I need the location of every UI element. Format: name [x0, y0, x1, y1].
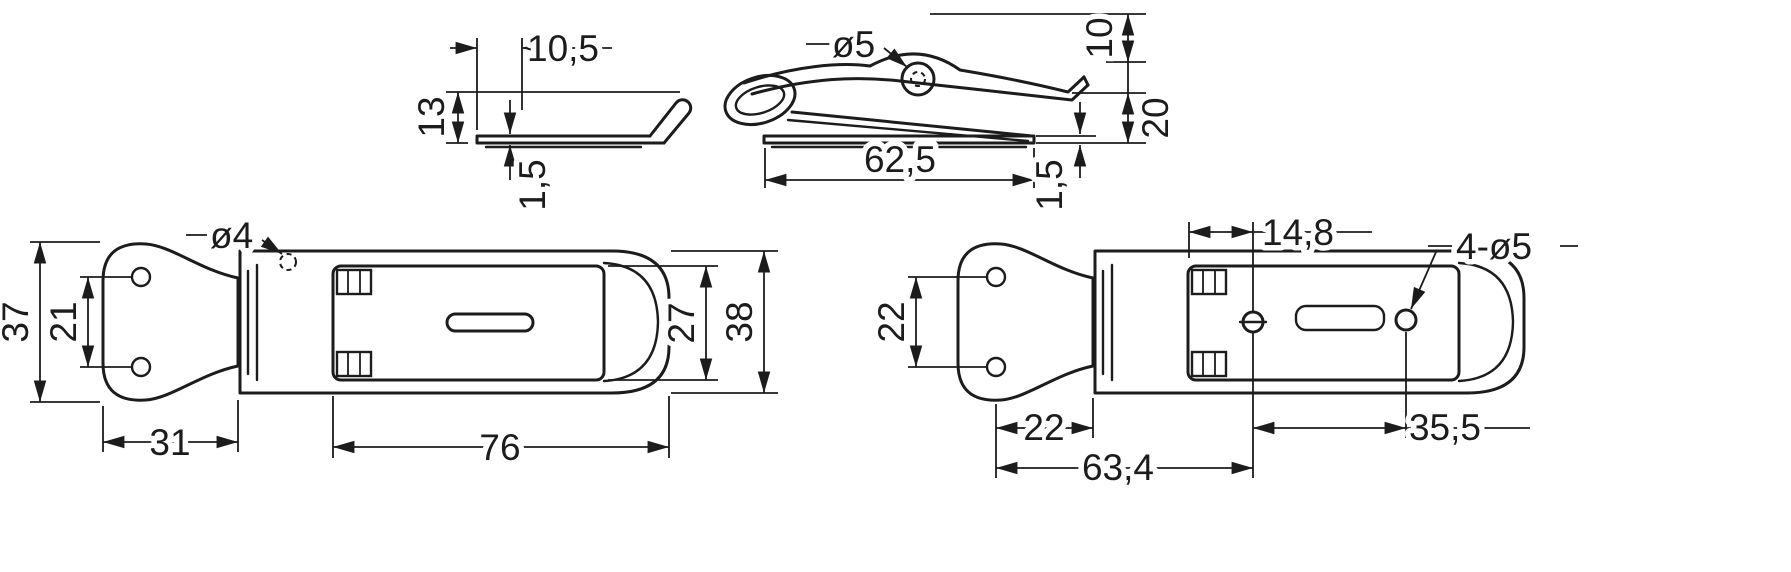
dim-1-5-left: 1,5	[503, 100, 559, 216]
top-view-holes-geometry	[956, 242, 1526, 402]
dim-label-20: 20	[1135, 97, 1176, 138]
dim-1-5-right: 1,5	[1024, 102, 1146, 216]
dim-76: 76	[332, 396, 670, 474]
latch-catch-hole-bottom	[130, 356, 152, 378]
side-rivet-hole	[910, 71, 926, 87]
latch-catch-plate	[101, 242, 240, 402]
dim-31: 31	[102, 400, 239, 469]
dim-label-37: 37	[0, 301, 36, 342]
side-view-dimensions: 10,5 13 1,5 62,5	[406, 12, 1182, 216]
dim-dia4-leader: ø4	[186, 210, 283, 262]
side-lever-bottom	[750, 77, 1090, 102]
side-spring-loop-outer	[723, 73, 797, 127]
dim-label-dia4: ø4	[210, 215, 253, 256]
dim-4-dia5-leader: 4-ø5	[1410, 221, 1578, 310]
side-view-geometry	[475, 52, 1090, 149]
holes-body-outline	[1093, 249, 1526, 395]
dim-63-4: 63,4	[996, 442, 1253, 494]
side-view: 10,5 13 1,5 62,5	[406, 12, 1182, 216]
dim-label-4-dia5: 4-ø5	[1456, 226, 1532, 267]
top-view-holes: 22 14,8 4-ø5 22	[866, 207, 1578, 494]
dim-13: 13	[406, 91, 680, 144]
latch-catch-hole-top	[130, 266, 152, 288]
dim-label-14-8: 14,8	[1262, 212, 1334, 253]
dim-label-22-horizontal: 22	[1023, 407, 1064, 448]
side-strike-plate	[475, 134, 666, 145]
holes-hinge-lines	[1101, 263, 1114, 382]
dim-label-31: 31	[149, 422, 190, 463]
dim-14-8: 14,8	[1188, 207, 1372, 312]
latch-body-outline	[238, 249, 671, 395]
dim-label-13: 13	[411, 96, 452, 137]
dim-label-dia5: ø5	[832, 24, 875, 65]
side-lever-tip-cap	[1082, 75, 1090, 87]
side-rivet-boss	[900, 61, 936, 97]
dim-22-horizontal: 22	[995, 398, 1094, 478]
dim-label-22-vertical: 22	[871, 301, 912, 342]
dim-37: 37	[0, 241, 100, 403]
holes-window	[1186, 264, 1461, 382]
top-view-latch: 37 21 ø4 27	[0, 210, 778, 474]
side-lever-top	[742, 52, 1086, 94]
holes-catch-plate	[956, 242, 1095, 402]
dim-label-1-5-right: 1,5	[1029, 159, 1070, 210]
latch-window	[331, 264, 606, 382]
dim-38: 38	[671, 250, 778, 394]
dim-label-35-5: 35,5	[1409, 407, 1481, 448]
dim-62-5: 62,5	[764, 134, 1035, 188]
dim-label-1-5-left: 1,5	[512, 159, 553, 210]
dim-label-76: 76	[479, 427, 520, 468]
dim-20: 20	[1072, 92, 1182, 144]
dim-label-62-5: 62,5	[864, 139, 936, 180]
dim-27: 27	[608, 265, 718, 381]
top-view-holes-dimensions: 22 14,8 4-ø5 22	[866, 207, 1578, 494]
dim-10-5: 10,5	[450, 23, 612, 130]
dim-label-21: 21	[43, 301, 84, 342]
top-view-latch-geometry	[101, 242, 671, 402]
side-hook-bend	[648, 98, 693, 145]
dim-label-10: 10	[1079, 17, 1120, 58]
latch-hinge-lines	[246, 263, 259, 382]
top-view-latch-dimensions: 37 21 ø4 27	[0, 210, 778, 474]
latch-rivet-hidden-circle	[279, 253, 297, 271]
dim-10: 10	[930, 12, 1146, 93]
latch-spring-coil-bottom	[335, 350, 373, 378]
latch-handle-slot	[445, 312, 535, 333]
dim-22-vertical: 22	[866, 276, 987, 368]
latch-body-tip-inner	[602, 261, 660, 383]
holes-body-tip-inner	[1457, 261, 1515, 383]
holes-mount-hole-2	[1394, 308, 1418, 332]
holes-spring-coil-top	[1190, 268, 1228, 296]
holes-handle-slot	[1294, 304, 1386, 332]
dim-label-38: 38	[719, 301, 760, 342]
dim-label-63-4: 63,4	[1082, 447, 1154, 488]
dim-label-27: 27	[661, 302, 702, 343]
holes-spring-coil-bottom	[1190, 350, 1228, 378]
dim-35-5: 35,5	[1252, 332, 1530, 478]
side-body-wedge	[790, 110, 1034, 138]
holes-catch-hole-top	[985, 266, 1007, 288]
dim-label-10-5: 10,5	[527, 28, 599, 69]
dim-dia5-leader: ø5	[806, 19, 908, 71]
holes-catch-hole-bottom	[985, 356, 1007, 378]
dim-21: 21	[38, 276, 132, 368]
latch-spring-coil-top	[335, 268, 373, 296]
side-base-plate	[762, 134, 1036, 145]
side-spring-loop-inner	[734, 84, 786, 116]
